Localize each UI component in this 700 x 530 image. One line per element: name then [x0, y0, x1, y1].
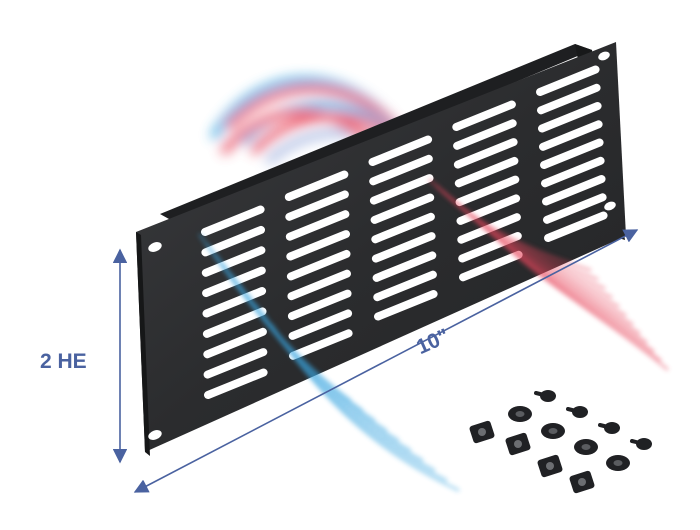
ventilation-slot	[543, 193, 607, 224]
screw-head	[636, 438, 652, 450]
washer-hole	[548, 428, 558, 434]
ventilation-slot	[454, 156, 519, 188]
ventilation-slot	[542, 175, 606, 206]
mounting-hole-bottom-right	[604, 201, 616, 211]
ventilation-slot	[455, 175, 520, 207]
screw-head	[604, 422, 620, 434]
cage-nut-hole	[514, 440, 522, 448]
screw-head	[572, 406, 588, 418]
panel-top-flange	[160, 44, 592, 224]
ventilation-slot	[456, 194, 521, 225]
height-dimension-label: 2 HE	[40, 350, 87, 373]
ventilation-slot	[539, 120, 603, 151]
ventilation-slot	[369, 174, 434, 205]
ventilation-slot	[536, 65, 600, 96]
ventilation-slot	[370, 193, 435, 224]
ventilation-slot	[453, 119, 517, 150]
mounting-hardware	[469, 390, 652, 494]
ventilation-slot	[369, 154, 433, 186]
ventilation-slot	[284, 170, 349, 201]
ventilation-slot	[201, 205, 265, 236]
width-dimension-arrow	[133, 229, 639, 493]
mounting-hole-top-right	[598, 51, 610, 61]
ventilation-slot	[285, 190, 349, 221]
ventilation-slot	[538, 102, 602, 133]
ventilation-slot	[368, 135, 433, 166]
ventilation-slot	[452, 100, 516, 131]
washer-hole	[581, 444, 591, 450]
ventilation-slot	[537, 83, 601, 115]
washer-hole	[613, 460, 623, 466]
screw-head	[540, 390, 556, 402]
cage-nut-hole	[578, 478, 586, 486]
washer-hole	[515, 411, 525, 417]
ventilation-slot	[453, 138, 518, 169]
ventilation-slot	[540, 138, 604, 169]
cage-nut-hole	[478, 428, 486, 436]
ventilation-slot	[541, 156, 605, 188]
cage-nut-hole	[546, 462, 554, 470]
